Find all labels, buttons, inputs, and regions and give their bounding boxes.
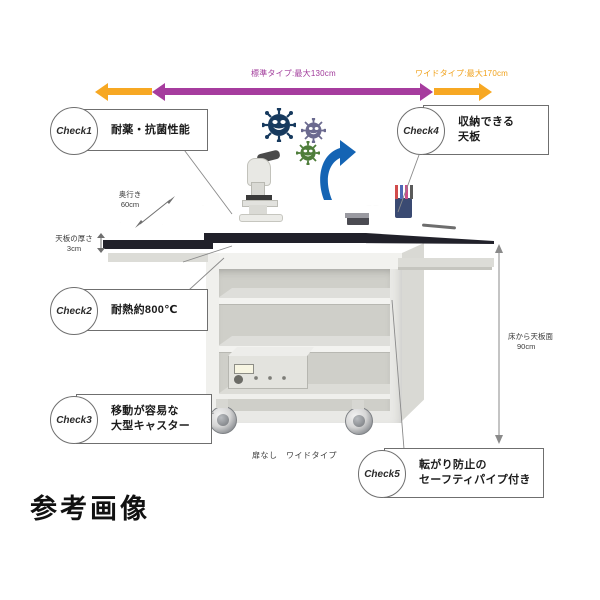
wide-type-width-label: ワイドタイプ:最大170cm: [415, 69, 509, 78]
depth-dimension-arrow: [135, 196, 175, 228]
callout-check-5-text: 転がり防止の セーフティパイプ付き: [419, 459, 531, 486]
callout-check-3-box: 移動が容易な 大型キャスター: [76, 394, 212, 444]
pen-cup: [395, 198, 412, 218]
table-edge-center: [204, 233, 372, 243]
right-leaf-support: [398, 258, 494, 267]
cabinet-shelf-2-surface: [218, 336, 390, 346]
instrument-box-top: [228, 347, 314, 356]
table-type-caption: 扉なし ワイドタイプ: [252, 451, 337, 460]
callout-check-1-box: 耐薬・抗菌性能: [76, 109, 208, 151]
cabinet-top-rail: [206, 253, 402, 269]
left-leaf-support: [108, 253, 208, 262]
cabinet-bottom-surface: [218, 384, 390, 394]
caster-front-left: [209, 406, 237, 434]
callout-check-1-text: 耐薬・抗菌性能: [111, 123, 191, 136]
callout-check-5-box: 転がり防止の セーフティパイプ付き: [384, 448, 544, 498]
callout-check-2-box: 耐熱約800℃: [76, 289, 208, 331]
height-dimension-arrow: [495, 244, 503, 444]
depth-dimension-label: 奥行き 60cm: [118, 190, 142, 209]
germ-icon-large-blue: [262, 108, 296, 142]
height-dimension-label: 床から天板面 90cm: [508, 332, 553, 351]
cabinet-shelf-1: [218, 297, 390, 305]
cabinet-right-side: [402, 243, 424, 421]
microscope-illustration: [237, 149, 289, 222]
pens-in-cup: [395, 185, 413, 199]
callout-check-3-text: 移動が容易な 大型キャスター: [111, 405, 191, 432]
caster-front-right: [345, 407, 373, 435]
callout-check-4-box: 収納できる 天板: [423, 105, 549, 155]
instrument-dials: [250, 372, 296, 384]
germ-icon-purple: [301, 118, 326, 143]
instrument-display: [234, 364, 254, 374]
safety-pipe: [398, 267, 492, 270]
cabinet-left-panel: [206, 253, 219, 421]
small-tray: [347, 217, 369, 225]
caster-stem-right: [352, 400, 364, 409]
callout-check-4-badge: Check4: [397, 107, 445, 155]
callout-check-3-badge: Check3: [50, 396, 98, 444]
reference-image-watermark: 参考画像: [30, 494, 150, 524]
cabinet-shelf-1-surface: [218, 288, 390, 298]
germ-icon-green: [296, 141, 320, 165]
small-tray-lid: [345, 213, 369, 218]
table-edge-right-wing: [366, 233, 494, 244]
callout-check-2-text: 耐熱約800℃: [111, 303, 178, 316]
cabinet-bottom-shelf: [218, 393, 390, 399]
caster-stem-left: [216, 399, 228, 408]
instrument-knob: [234, 375, 243, 384]
callout-check-4-text: 収納できる 天板: [458, 116, 515, 143]
fold-up-arrow-icon: [320, 140, 356, 200]
table-edge-left-wing: [103, 240, 213, 249]
thickness-dimension-label: 天板の厚さ 3cm: [55, 234, 93, 253]
standard-type-width-label: 標準タイプ:最大130cm: [251, 69, 336, 78]
callout-check-1-badge: Check1: [50, 107, 98, 155]
callout-check-2-badge: Check2: [50, 287, 98, 335]
callout-check-5-badge: Check5: [358, 450, 406, 498]
thickness-dimension-arrow: [97, 233, 105, 253]
